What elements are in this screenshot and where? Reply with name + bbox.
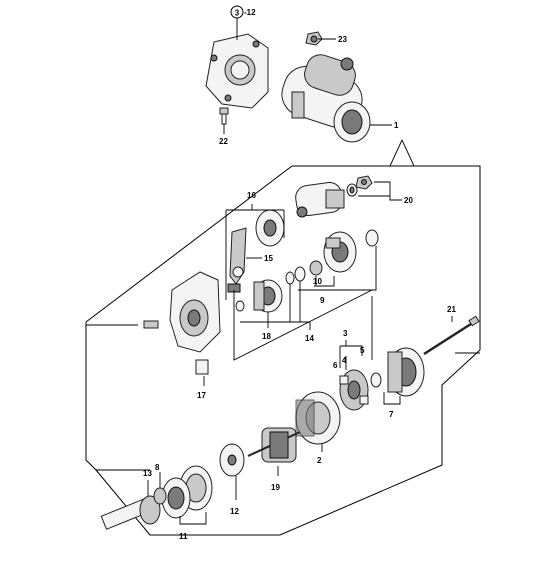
front-housing-part-17[interactable] [169, 271, 221, 375]
callout-9: 9 [320, 296, 325, 305]
callout-1: 1 [394, 121, 399, 130]
nut-part-20b[interactable] [355, 175, 373, 190]
callout-23: 23 [338, 35, 347, 44]
brush-holder-part-3[interactable] [339, 369, 369, 411]
plate-part-16[interactable] [255, 209, 285, 247]
washer-part-20a[interactable] [346, 183, 358, 197]
callout-12: 12 [230, 507, 239, 516]
bolt-left[interactable] [143, 320, 159, 329]
solenoid-switch[interactable] [294, 181, 345, 218]
ring-part-9b[interactable] [365, 229, 379, 247]
callout-22: 22 [219, 137, 228, 146]
ring-small-left[interactable] [235, 300, 245, 312]
washer-part-8[interactable] [153, 487, 167, 505]
ring-part-14a[interactable] [285, 271, 295, 285]
pinion-gear-part-18[interactable] [253, 279, 283, 313]
callout-4: 4 [342, 356, 347, 365]
through-bolt-part-21[interactable] [423, 315, 480, 356]
callout-17: 17 [197, 391, 206, 400]
callout-13: 13 [143, 469, 152, 478]
callout-6: 6 [333, 361, 338, 370]
callout-19: 19 [271, 483, 280, 492]
starter-motor-assembly[interactable] [276, 51, 371, 143]
callout-7: 7 [389, 410, 394, 419]
callout-2: 2 [317, 456, 322, 465]
callout-15: 15 [264, 254, 273, 263]
end-cover-part-7[interactable] [387, 347, 425, 397]
callout-20: 20 [404, 196, 413, 205]
top-assembly: 3 -12 23 22 1 [205, 5, 399, 146]
ring-part-14b[interactable] [294, 266, 306, 282]
shim-part-12[interactable] [219, 443, 245, 477]
callout-14: 14 [305, 334, 314, 343]
ref-tail-label: -12 [244, 8, 256, 17]
exploded-frame [85, 139, 481, 536]
yoke-part-2[interactable] [295, 391, 341, 445]
ref-circle-label: 3 [235, 9, 240, 18]
lever-part-15[interactable] [227, 227, 247, 293]
callout-8: 8 [155, 463, 160, 472]
callout-21: 21 [447, 305, 456, 314]
callout-5: 5 [360, 346, 365, 355]
armature-part-19[interactable] [247, 427, 301, 463]
bolt-part-22[interactable] [219, 107, 229, 125]
gear-housing-part-9[interactable] [323, 231, 357, 273]
callout-3: 3 [343, 329, 348, 338]
output-shaft-part-13[interactable] [100, 495, 161, 530]
callout-16: 16 [247, 191, 256, 200]
callout-18: 18 [262, 332, 271, 341]
nut-part-23[interactable] [305, 31, 323, 46]
callout-10: 10 [313, 277, 322, 286]
ring-part-small-right[interactable] [370, 372, 382, 388]
callout-11: 11 [179, 532, 188, 541]
collar-part-10[interactable] [309, 260, 323, 276]
